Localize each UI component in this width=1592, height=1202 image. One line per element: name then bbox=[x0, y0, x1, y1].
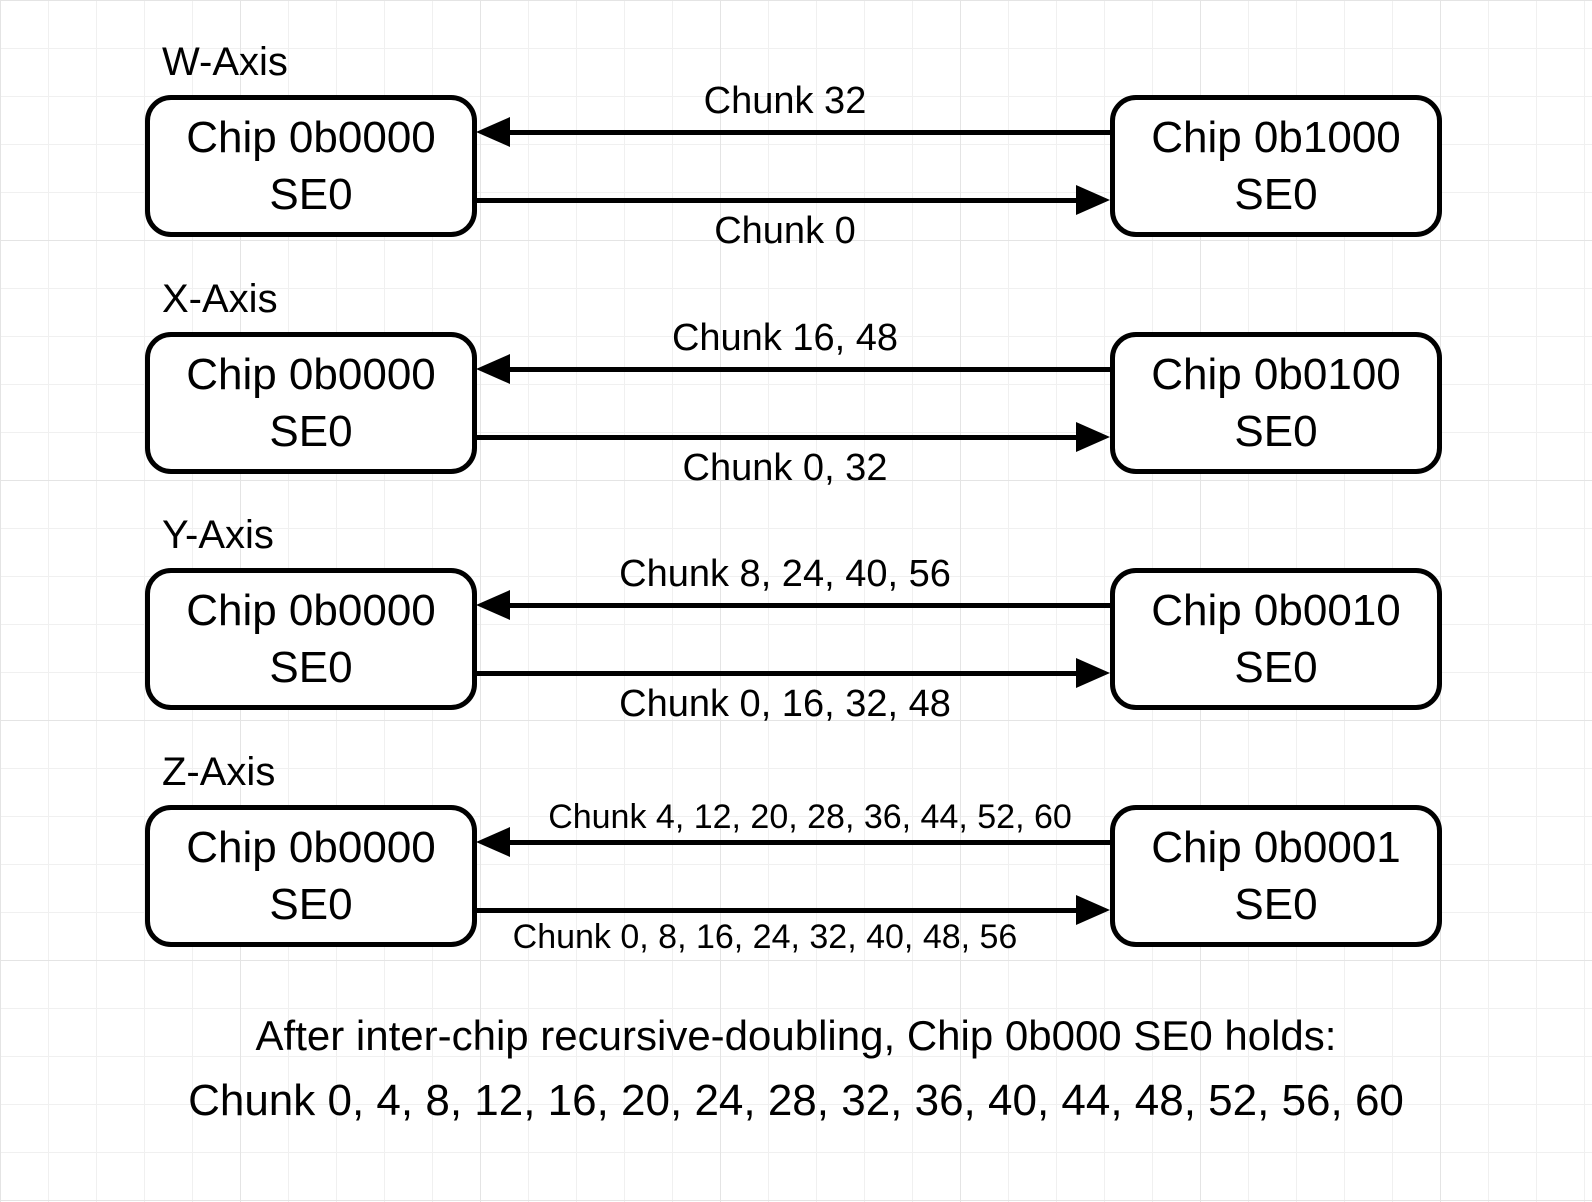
chip-name: Chip 0b0100 bbox=[1151, 350, 1401, 399]
arrow-line bbox=[506, 130, 1110, 135]
chip-node-right: Chip 0b1000 SE0 bbox=[1110, 95, 1442, 237]
chip-node-left: Chip 0b0000 SE0 bbox=[145, 95, 477, 237]
chip-se: SE0 bbox=[269, 407, 353, 456]
arrowhead-right-icon bbox=[1076, 185, 1110, 215]
arrow-line bbox=[477, 198, 1078, 203]
recv-chunk-label: Chunk 8, 24, 40, 56 bbox=[619, 553, 951, 595]
chip-se: SE0 bbox=[1234, 170, 1318, 219]
arrowhead-left-icon bbox=[476, 117, 510, 147]
arrowhead-right-icon bbox=[1076, 422, 1110, 452]
chip-node-left: Chip 0b0000 SE0 bbox=[145, 805, 477, 947]
chip-node-right: Chip 0b0010 SE0 bbox=[1110, 568, 1442, 710]
chip-name: Chip 0b0000 bbox=[186, 113, 436, 162]
chip-node-left: Chip 0b0000 SE0 bbox=[145, 568, 477, 710]
arrow-line bbox=[477, 435, 1078, 440]
send-chunk-label: Chunk 0 bbox=[714, 210, 856, 252]
chip-node-right: Chip 0b0001 SE0 bbox=[1110, 805, 1442, 947]
arrow-line bbox=[477, 908, 1078, 913]
chip-node-left: Chip 0b0000 SE0 bbox=[145, 332, 477, 474]
axis-label: Z-Axis bbox=[162, 750, 276, 794]
axis-row-w: W-Axis Chip 0b0000 SE0 Chip 0b1000 SE0 C… bbox=[0, 38, 1592, 253]
arrowhead-left-icon bbox=[476, 354, 510, 384]
footer-line2: Chunk 0, 4, 8, 12, 16, 20, 24, 28, 32, 3… bbox=[188, 1076, 1404, 1125]
chip-name: Chip 0b0000 bbox=[186, 350, 436, 399]
axis-row-z: Z-Axis Chip 0b0000 SE0 Chip 0b0001 SE0 C… bbox=[0, 748, 1592, 963]
chip-se: SE0 bbox=[1234, 407, 1318, 456]
recv-chunk-label: Chunk 4, 12, 20, 28, 36, 44, 52, 60 bbox=[548, 798, 1072, 836]
axis-label: W-Axis bbox=[162, 40, 288, 84]
chip-name: Chip 0b1000 bbox=[1151, 113, 1401, 162]
axis-label: X-Axis bbox=[162, 277, 278, 321]
chip-name: Chip 0b0000 bbox=[186, 823, 436, 872]
arrow-line bbox=[506, 603, 1110, 608]
arrow-line bbox=[506, 367, 1110, 372]
arrowhead-left-icon bbox=[476, 590, 510, 620]
chip-se: SE0 bbox=[1234, 880, 1318, 929]
chip-se: SE0 bbox=[269, 643, 353, 692]
chip-name: Chip 0b0001 bbox=[1151, 823, 1401, 872]
chip-name: Chip 0b0010 bbox=[1151, 586, 1401, 635]
footer-line1: After inter-chip recursive-doubling, Chi… bbox=[255, 1012, 1337, 1059]
chip-name: Chip 0b0000 bbox=[186, 586, 436, 635]
recv-chunk-label: Chunk 16, 48 bbox=[671, 317, 899, 359]
arrowhead-right-icon bbox=[1076, 895, 1110, 925]
axis-label: Y-Axis bbox=[162, 513, 274, 557]
chip-se: SE0 bbox=[1234, 643, 1318, 692]
chip-se: SE0 bbox=[269, 880, 353, 929]
axis-row-y: Y-Axis Chip 0b0000 SE0 Chip 0b0010 SE0 C… bbox=[0, 511, 1592, 726]
send-chunk-label: Chunk 0, 8, 16, 24, 32, 40, 48, 56 bbox=[512, 918, 1018, 956]
send-chunk-label: Chunk 0, 32 bbox=[682, 447, 888, 489]
recv-chunk-label: Chunk 32 bbox=[703, 80, 867, 122]
chip-se: SE0 bbox=[269, 170, 353, 219]
send-chunk-label: Chunk 0, 16, 32, 48 bbox=[619, 683, 951, 725]
arrow-line bbox=[477, 671, 1078, 676]
arrowhead-left-icon bbox=[476, 827, 510, 857]
arrow-line bbox=[506, 840, 1110, 845]
arrowhead-right-icon bbox=[1076, 658, 1110, 688]
chip-node-right: Chip 0b0100 SE0 bbox=[1110, 332, 1442, 474]
axis-row-x: X-Axis Chip 0b0000 SE0 Chip 0b0100 SE0 C… bbox=[0, 275, 1592, 490]
